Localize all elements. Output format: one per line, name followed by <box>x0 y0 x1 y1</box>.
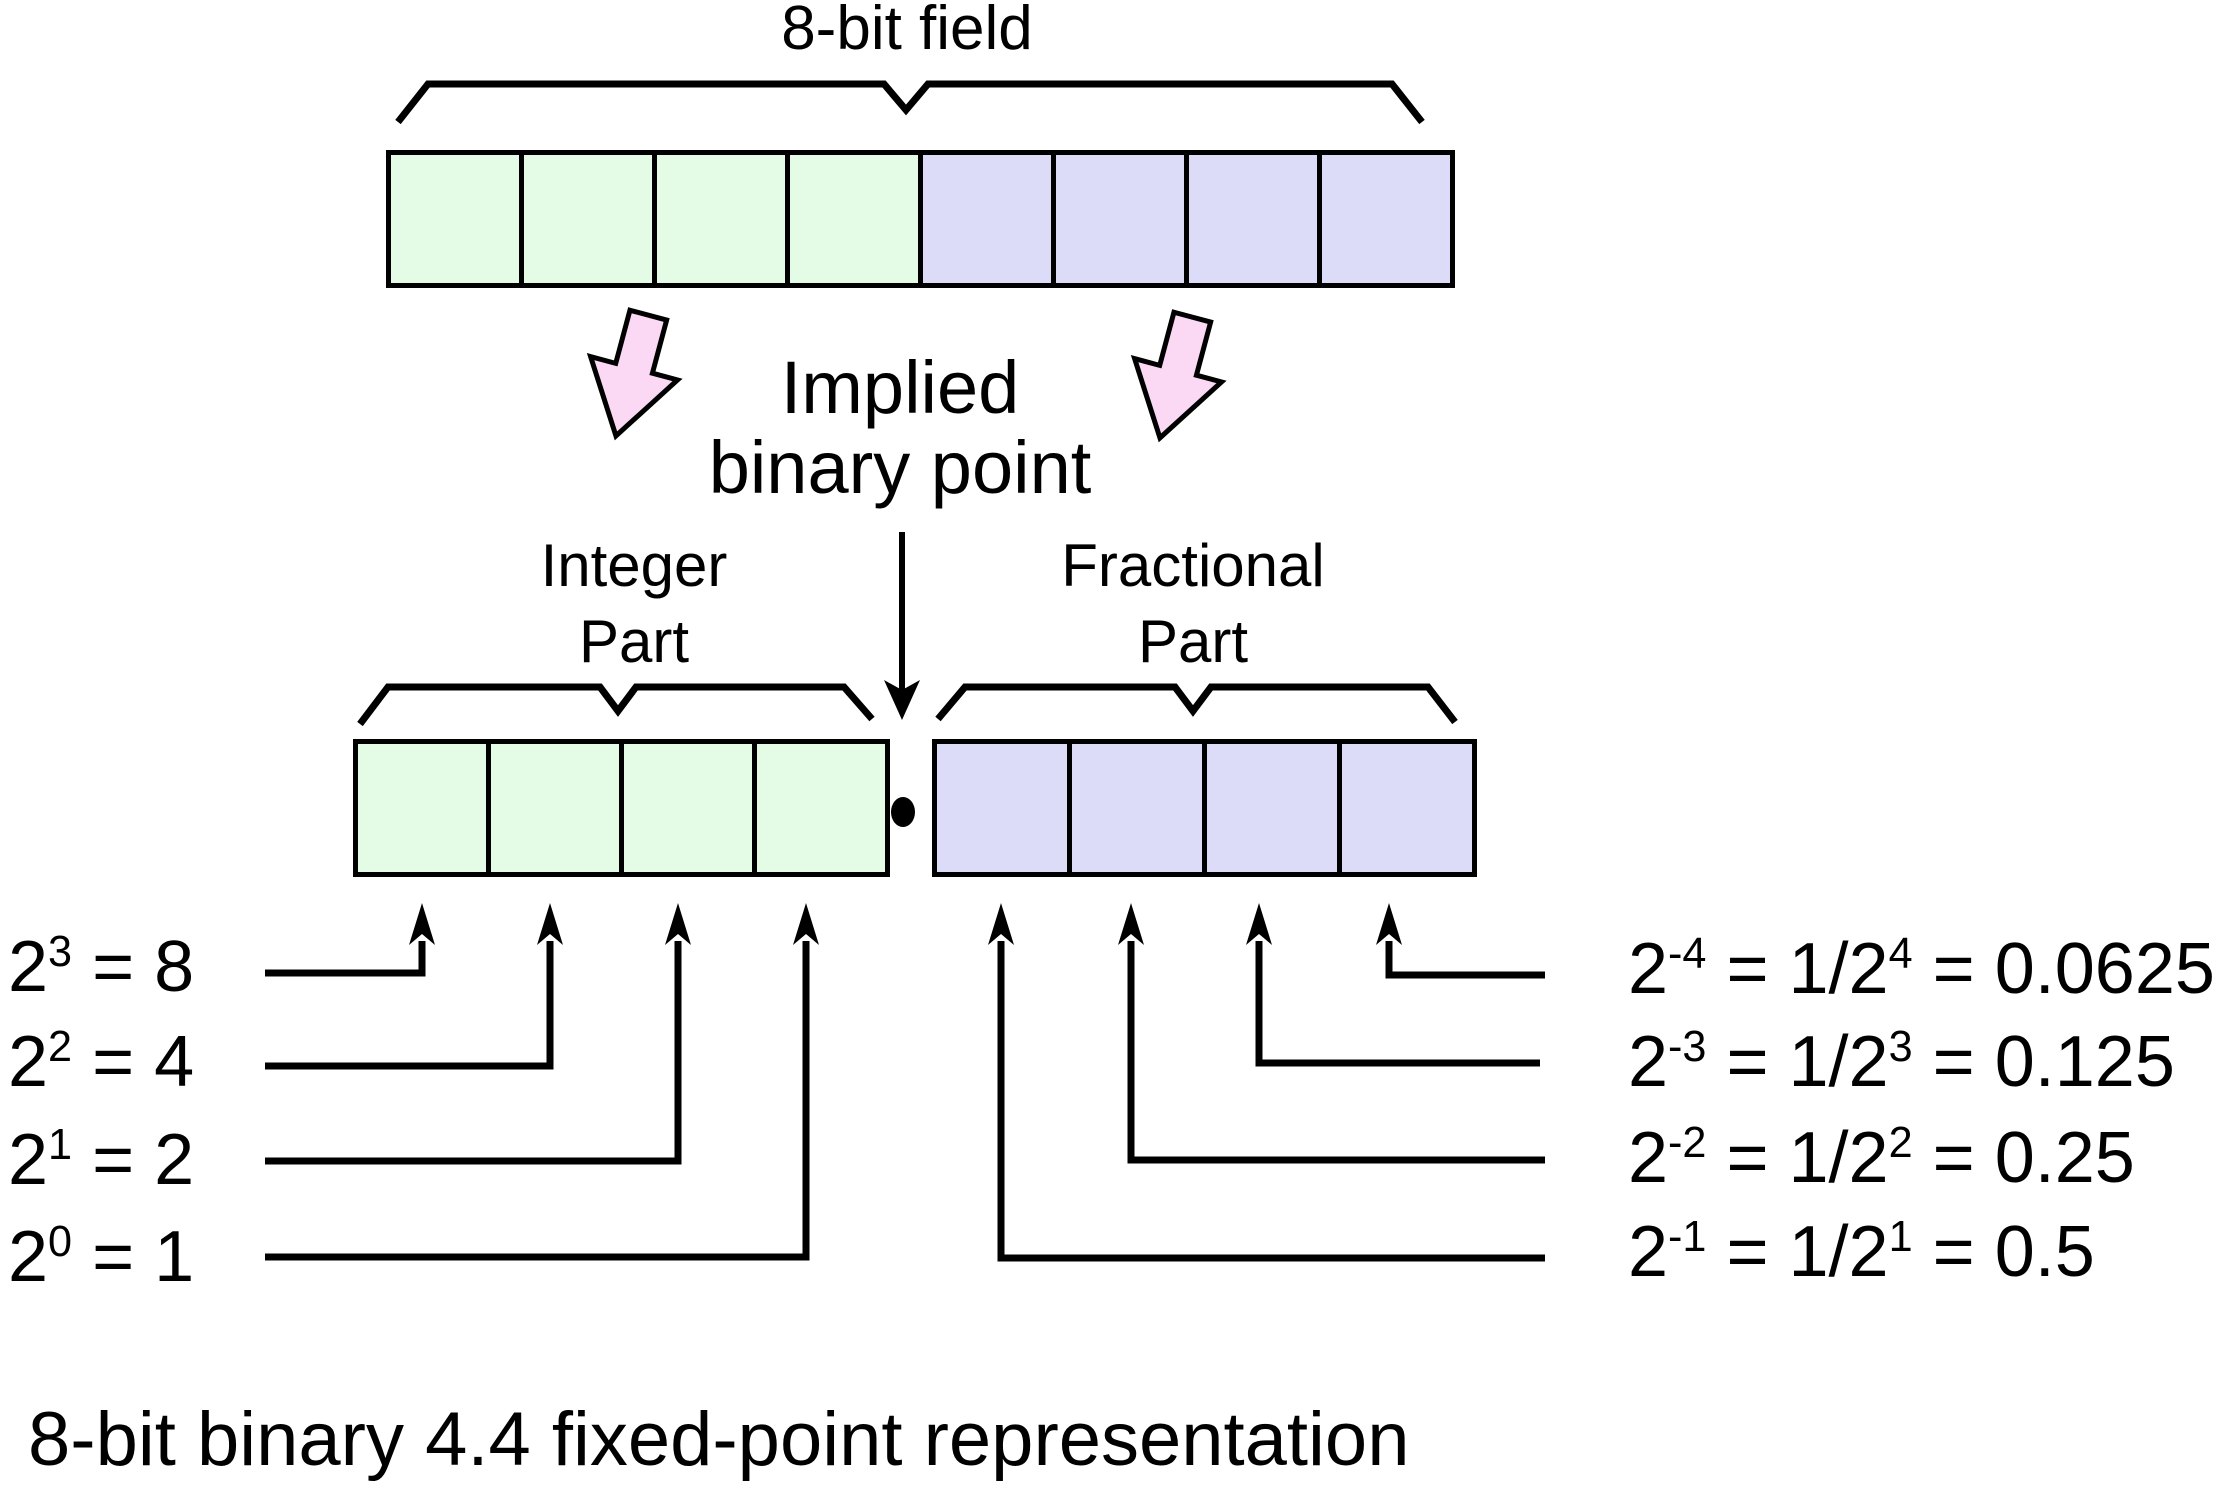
weight-line-2m2 <box>1127 941 1545 1164</box>
weight-line-2m1 <box>997 941 1545 1262</box>
field-title: 8-bit field <box>781 0 1033 63</box>
bit-cell-frac-2 <box>1051 155 1184 283</box>
weight-line-2p3 <box>265 941 426 977</box>
fractional-label-line2: Part <box>1137 608 1249 675</box>
integer-cell-2s <box>619 744 752 872</box>
bit-cell-int-2 <box>519 155 652 283</box>
exponent: 1 <box>1888 1213 1913 1261</box>
integer-weight-label-1: 20 = 1 <box>8 1217 195 1297</box>
exponent: -1 <box>1668 1213 1707 1261</box>
fractional-label-line1: Fractional <box>1061 532 1325 599</box>
fractional-weight-label-125: 2-3 = 1/23 = 0.125 <box>1628 1022 2175 1102</box>
integer-part-label: Integer Part <box>434 528 834 680</box>
exponent: 3 <box>1888 1023 1913 1071</box>
pink-down-arrow-left <box>586 307 683 441</box>
integer-weight-label-4: 22 = 4 <box>8 1022 195 1102</box>
brace-integer-part <box>357 683 875 727</box>
implied-binary-point-label: Implied binary point <box>650 348 1150 508</box>
exponent: 2 <box>48 1023 73 1071</box>
integer-label-line1: Integer <box>540 532 728 599</box>
bit-cell-int-3 <box>391 155 519 283</box>
fractional-part-row <box>932 739 1477 877</box>
fractional-cell-eighths <box>1202 744 1337 872</box>
fractional-weight-label-0625: 2-4 = 1/24 = 0.0625 <box>1628 929 2215 1009</box>
diagram-caption: 8-bit binary 4.4 fixed-point representat… <box>28 1397 1410 1482</box>
exponent: 0 <box>48 1218 73 1266</box>
bit-cell-frac-1 <box>918 155 1051 283</box>
weight-arrowhead-2p3 <box>409 903 435 945</box>
weight-arrowhead-2m1 <box>988 903 1014 945</box>
fractional-weight-label-25: 2-2 = 1/22 = 0.25 <box>1628 1118 2135 1198</box>
weight-arrowhead-2m2 <box>1118 903 1144 945</box>
fractional-cell-halves <box>937 744 1067 872</box>
fractional-weight-label-5: 2-1 = 1/21 = 0.5 <box>1628 1212 2095 1292</box>
integer-part-row <box>353 739 890 877</box>
integer-cell-8s <box>358 744 486 872</box>
bit-cell-frac-3 <box>1184 155 1317 283</box>
brace-fractional-part <box>935 683 1458 725</box>
integer-cell-1s <box>752 744 885 872</box>
exponent: 1 <box>48 1121 73 1169</box>
implied-binary-point-arrowhead <box>884 680 920 720</box>
pink-down-arrow-right <box>1130 309 1227 443</box>
bit-cell-int-0 <box>785 155 918 283</box>
weight-arrowhead-2p2 <box>537 903 563 945</box>
binary-point-dot <box>891 797 915 827</box>
integer-weight-label-2: 21 = 2 <box>8 1120 195 1200</box>
exponent: 3 <box>48 928 73 976</box>
weight-arrowhead-2m3 <box>1246 903 1272 945</box>
exponent: -3 <box>1668 1023 1707 1071</box>
weight-line-2p1 <box>265 941 682 1165</box>
bit-cell-frac-4 <box>1317 155 1450 283</box>
exponent: -2 <box>1668 1119 1707 1167</box>
fractional-part-label: Fractional Part <box>993 528 1393 680</box>
fractional-cell-sixteenths <box>1337 744 1472 872</box>
integer-weight-label-8: 23 = 8 <box>8 927 195 1007</box>
exponent: 2 <box>1888 1119 1913 1167</box>
bit-field-row <box>386 150 1455 288</box>
weight-arrowhead-2m4 <box>1376 903 1402 945</box>
exponent: 4 <box>1888 930 1913 978</box>
exponent: -4 <box>1668 930 1707 978</box>
weight-line-2p0 <box>265 941 810 1261</box>
weight-arrowhead-2p0 <box>793 903 819 945</box>
weight-line-2p2 <box>265 941 554 1070</box>
fractional-cell-quarters <box>1067 744 1202 872</box>
weight-arrowhead-2p1 <box>665 903 691 945</box>
weight-line-2m3 <box>1255 941 1540 1067</box>
brace-8bit-field <box>395 80 1425 125</box>
implied-label-line1: Implied <box>780 346 1020 429</box>
integer-cell-4s <box>486 744 619 872</box>
implied-label-line2: binary point <box>708 426 1092 509</box>
weight-line-2m4 <box>1385 941 1545 979</box>
integer-label-line2: Part <box>578 608 690 675</box>
bit-cell-int-1 <box>652 155 785 283</box>
